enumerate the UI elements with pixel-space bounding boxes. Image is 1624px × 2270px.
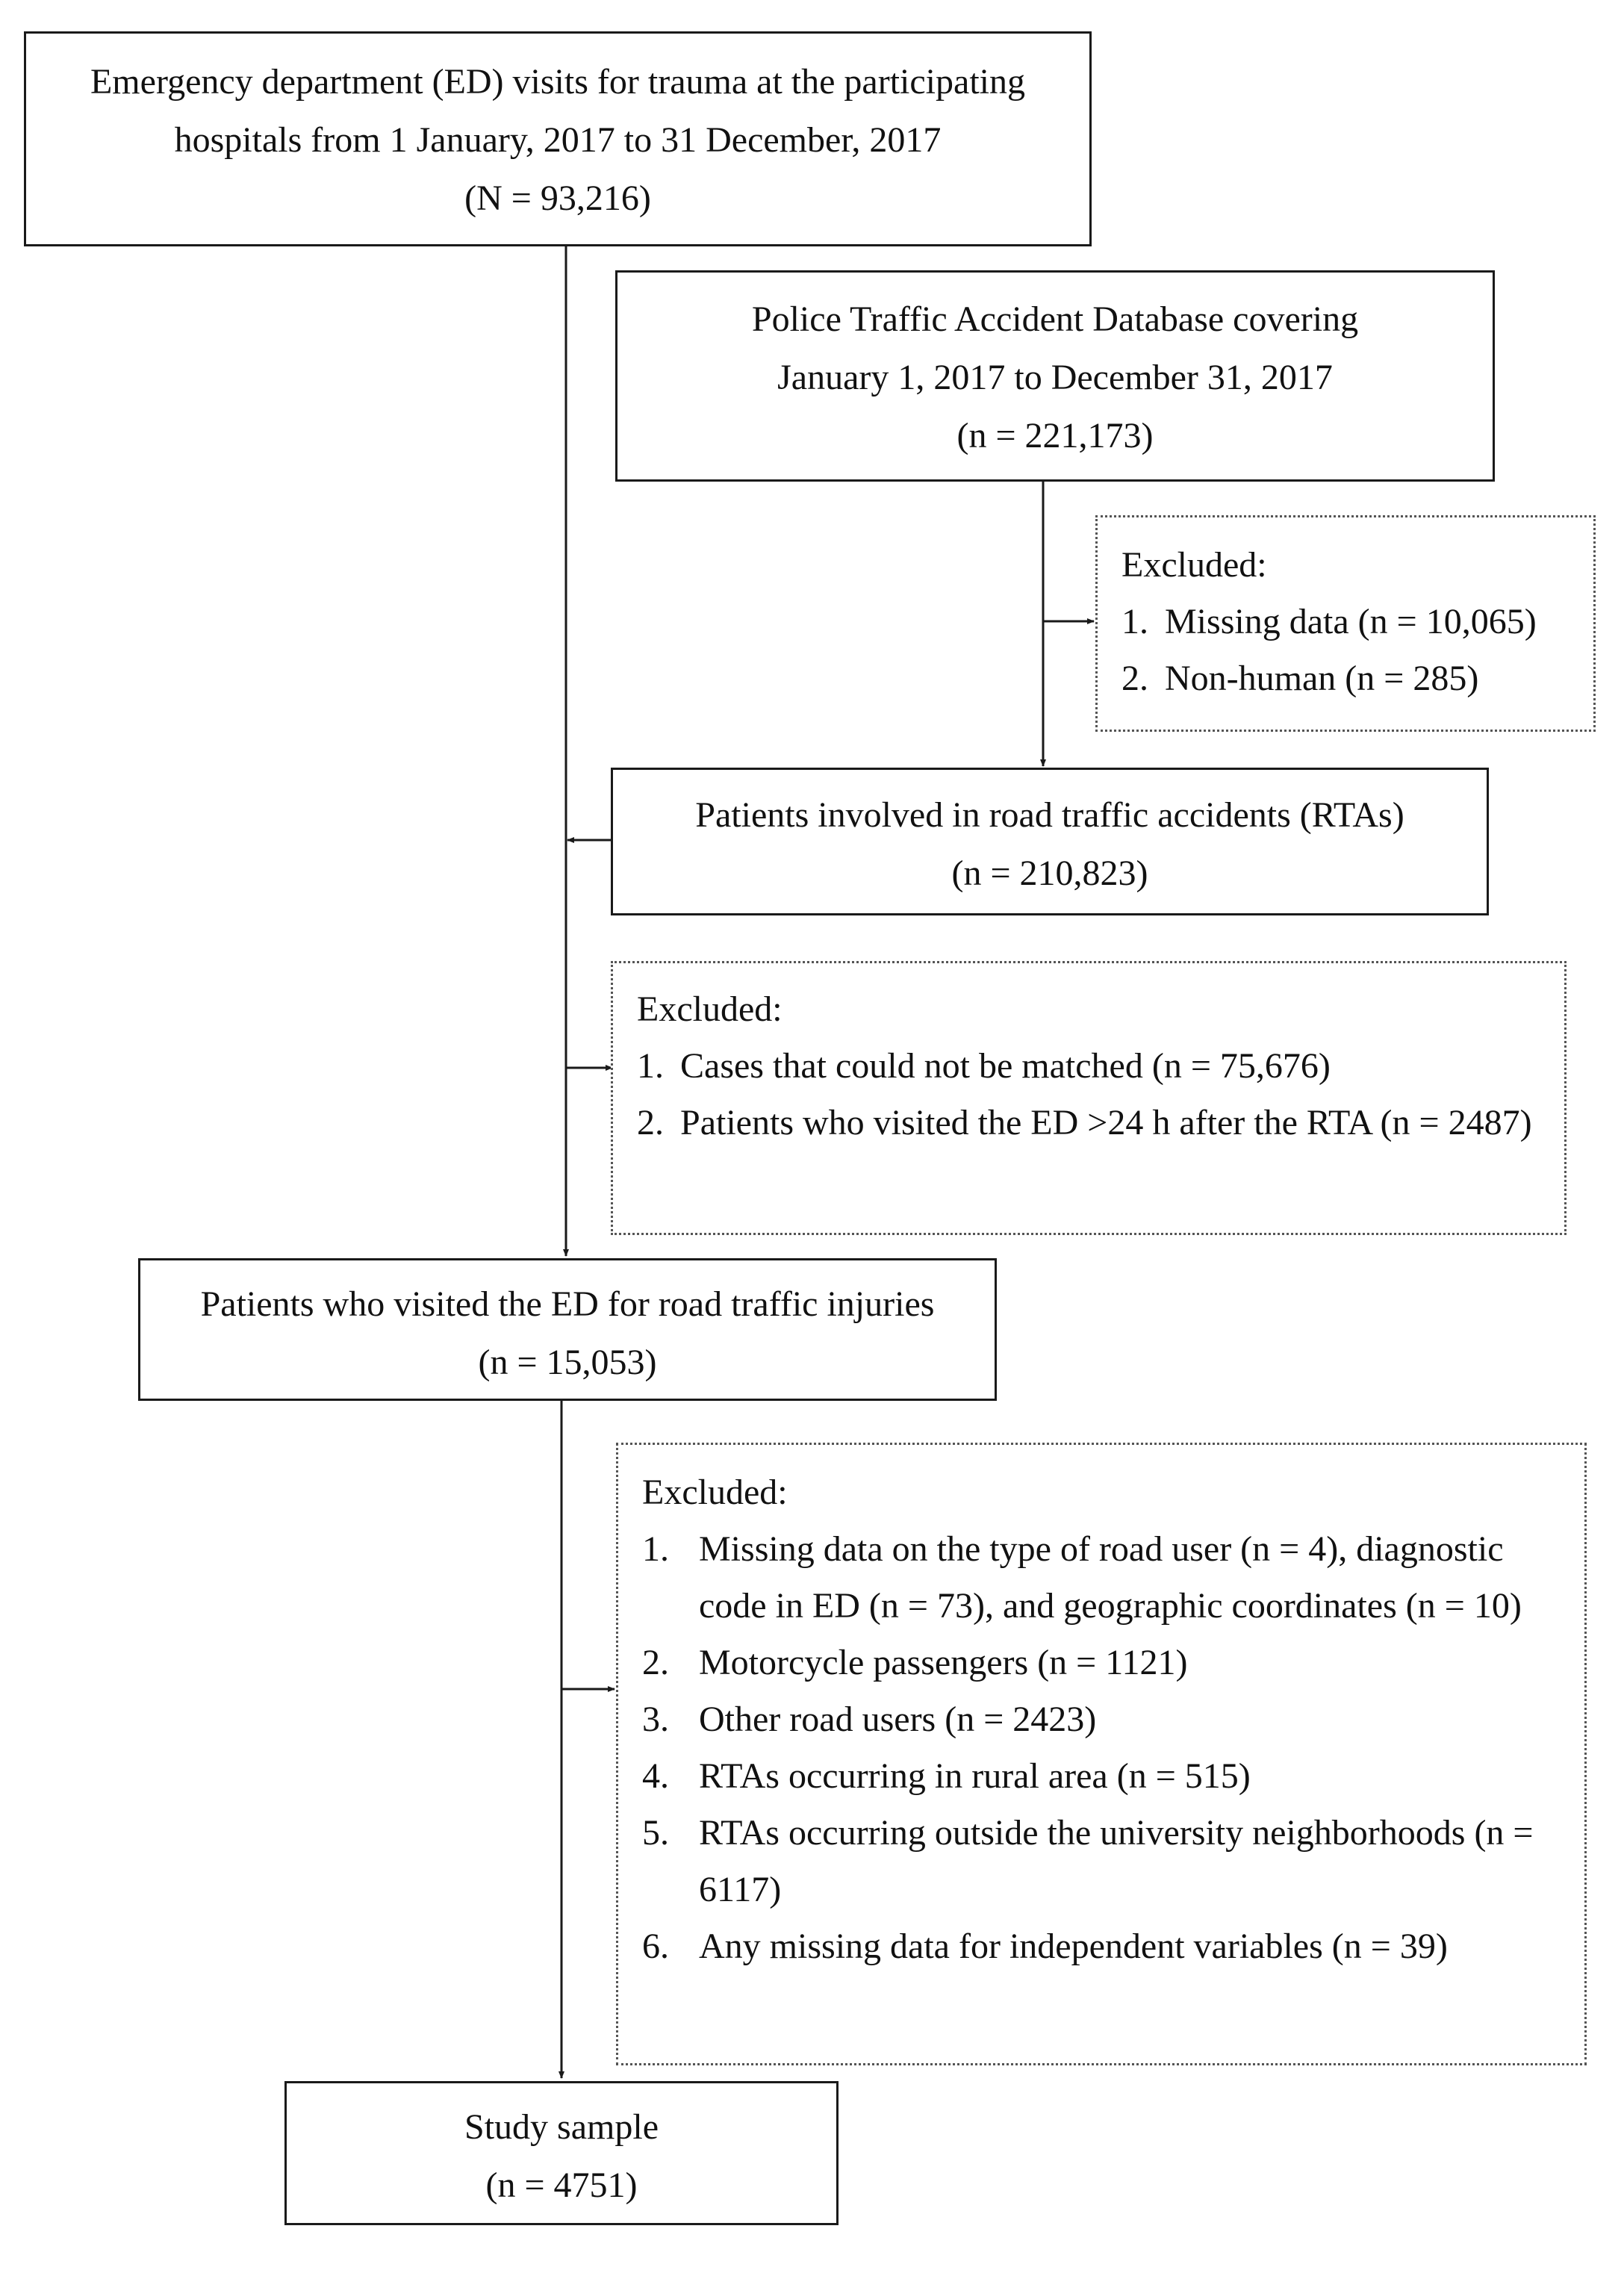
item-number: 6.: [642, 1927, 669, 1966]
item-number: 1.: [1121, 602, 1148, 641]
list-item: 4. RTAs occurring in rural area (n = 515…: [642, 1748, 1555, 1805]
item-text: RTAs occurring outside the university ne…: [699, 1813, 1534, 1909]
item-text: Any missing data for independent variabl…: [699, 1927, 1448, 1966]
list-item: 2. Motorcycle passengers (n = 1121): [642, 1635, 1555, 1691]
item-text: Missing data on the type of road user (n…: [699, 1529, 1522, 1626]
item-text: RTAs occurring in rural area (n = 515): [699, 1756, 1251, 1796]
list-item: 3. Other road users (n = 2423): [642, 1691, 1555, 1748]
item-number: 1.: [637, 1046, 664, 1086]
study-sample-title: Study sample: [464, 2107, 659, 2147]
list-item: 2. Patients who visited the ED >24 h aft…: [637, 1095, 1534, 1151]
final-exclusion-title: Excluded:: [642, 1473, 788, 1512]
list-item: 2. Non-human (n = 285): [1121, 650, 1578, 707]
ed-visits-line-1: Emergency department (ED) visits for tra…: [90, 62, 1025, 102]
final-exclusion-box: Excluded: 1. Missing data on the type of…: [616, 1443, 1587, 2065]
list-item: 1. Missing data (n = 10,065): [1121, 594, 1578, 650]
ed-visits-line-2: hospitals from 1 January, 2017 to 31 Dec…: [174, 120, 942, 160]
item-number: 2.: [1121, 659, 1148, 698]
item-text: Missing data (n = 10,065): [1165, 602, 1537, 641]
item-text: Motorcycle passengers (n = 1121): [699, 1643, 1188, 1682]
list-item: 5. RTAs occurring outside the university…: [642, 1805, 1555, 1918]
police-database-box: Police Traffic Accident Database coverin…: [615, 270, 1495, 482]
list-item: 6. Any missing data for independent vari…: [642, 1918, 1555, 1975]
list-item: 1. Cases that could not be matched (n = …: [637, 1038, 1534, 1095]
rta-patients-line-1: Patients involved in road traffic accide…: [695, 795, 1404, 835]
police-exclusion-list: 1. Missing data (n = 10,065) 2. Non-huma…: [1121, 594, 1578, 707]
list-item: 1. Missing data on the type of road user…: [642, 1521, 1555, 1635]
item-text: Other road users (n = 2423): [699, 1700, 1097, 1739]
matching-exclusion-title: Excluded:: [637, 989, 783, 1029]
ed-road-injuries-box: Patients who visited the ED for road tra…: [138, 1258, 997, 1401]
item-number: 2.: [637, 1103, 664, 1142]
item-number: 2.: [642, 1643, 669, 1682]
rta-patients-box: Patients involved in road traffic accide…: [611, 768, 1489, 915]
police-db-count: (n = 221,173): [956, 416, 1154, 455]
item-text: Patients who visited the ED >24 h after …: [680, 1103, 1532, 1142]
ed-visits-box: Emergency department (ED) visits for tra…: [24, 31, 1092, 246]
rta-patients-count: (n = 210,823): [951, 853, 1148, 893]
police-db-line-2: January 1, 2017 to December 31, 2017: [777, 358, 1333, 397]
final-exclusion-list: 1. Missing data on the type of road user…: [642, 1521, 1555, 1975]
item-text: Non-human (n = 285): [1165, 659, 1479, 698]
police-db-line-1: Police Traffic Accident Database coverin…: [751, 299, 1359, 339]
item-text: Cases that could not be matched (n = 75,…: [680, 1046, 1331, 1086]
matching-exclusion-list: 1. Cases that could not be matched (n = …: [637, 1038, 1534, 1151]
ed-visits-count: (N = 93,216): [464, 178, 651, 218]
study-sample-box: Study sample (n = 4751): [284, 2081, 839, 2225]
item-number: 4.: [642, 1756, 669, 1796]
police-exclusion-title: Excluded:: [1121, 545, 1267, 585]
study-sample-count: (n = 4751): [485, 2165, 638, 2205]
item-number: 3.: [642, 1700, 669, 1739]
ed-road-injuries-line-1: Patients who visited the ED for road tra…: [200, 1284, 935, 1324]
ed-road-injuries-count: (n = 15,053): [478, 1343, 657, 1382]
matching-exclusion-box: Excluded: 1. Cases that could not be mat…: [611, 961, 1567, 1235]
item-number: 5.: [642, 1813, 669, 1853]
item-number: 1.: [642, 1529, 669, 1569]
police-exclusion-box: Excluded: 1. Missing data (n = 10,065) 2…: [1095, 515, 1596, 732]
